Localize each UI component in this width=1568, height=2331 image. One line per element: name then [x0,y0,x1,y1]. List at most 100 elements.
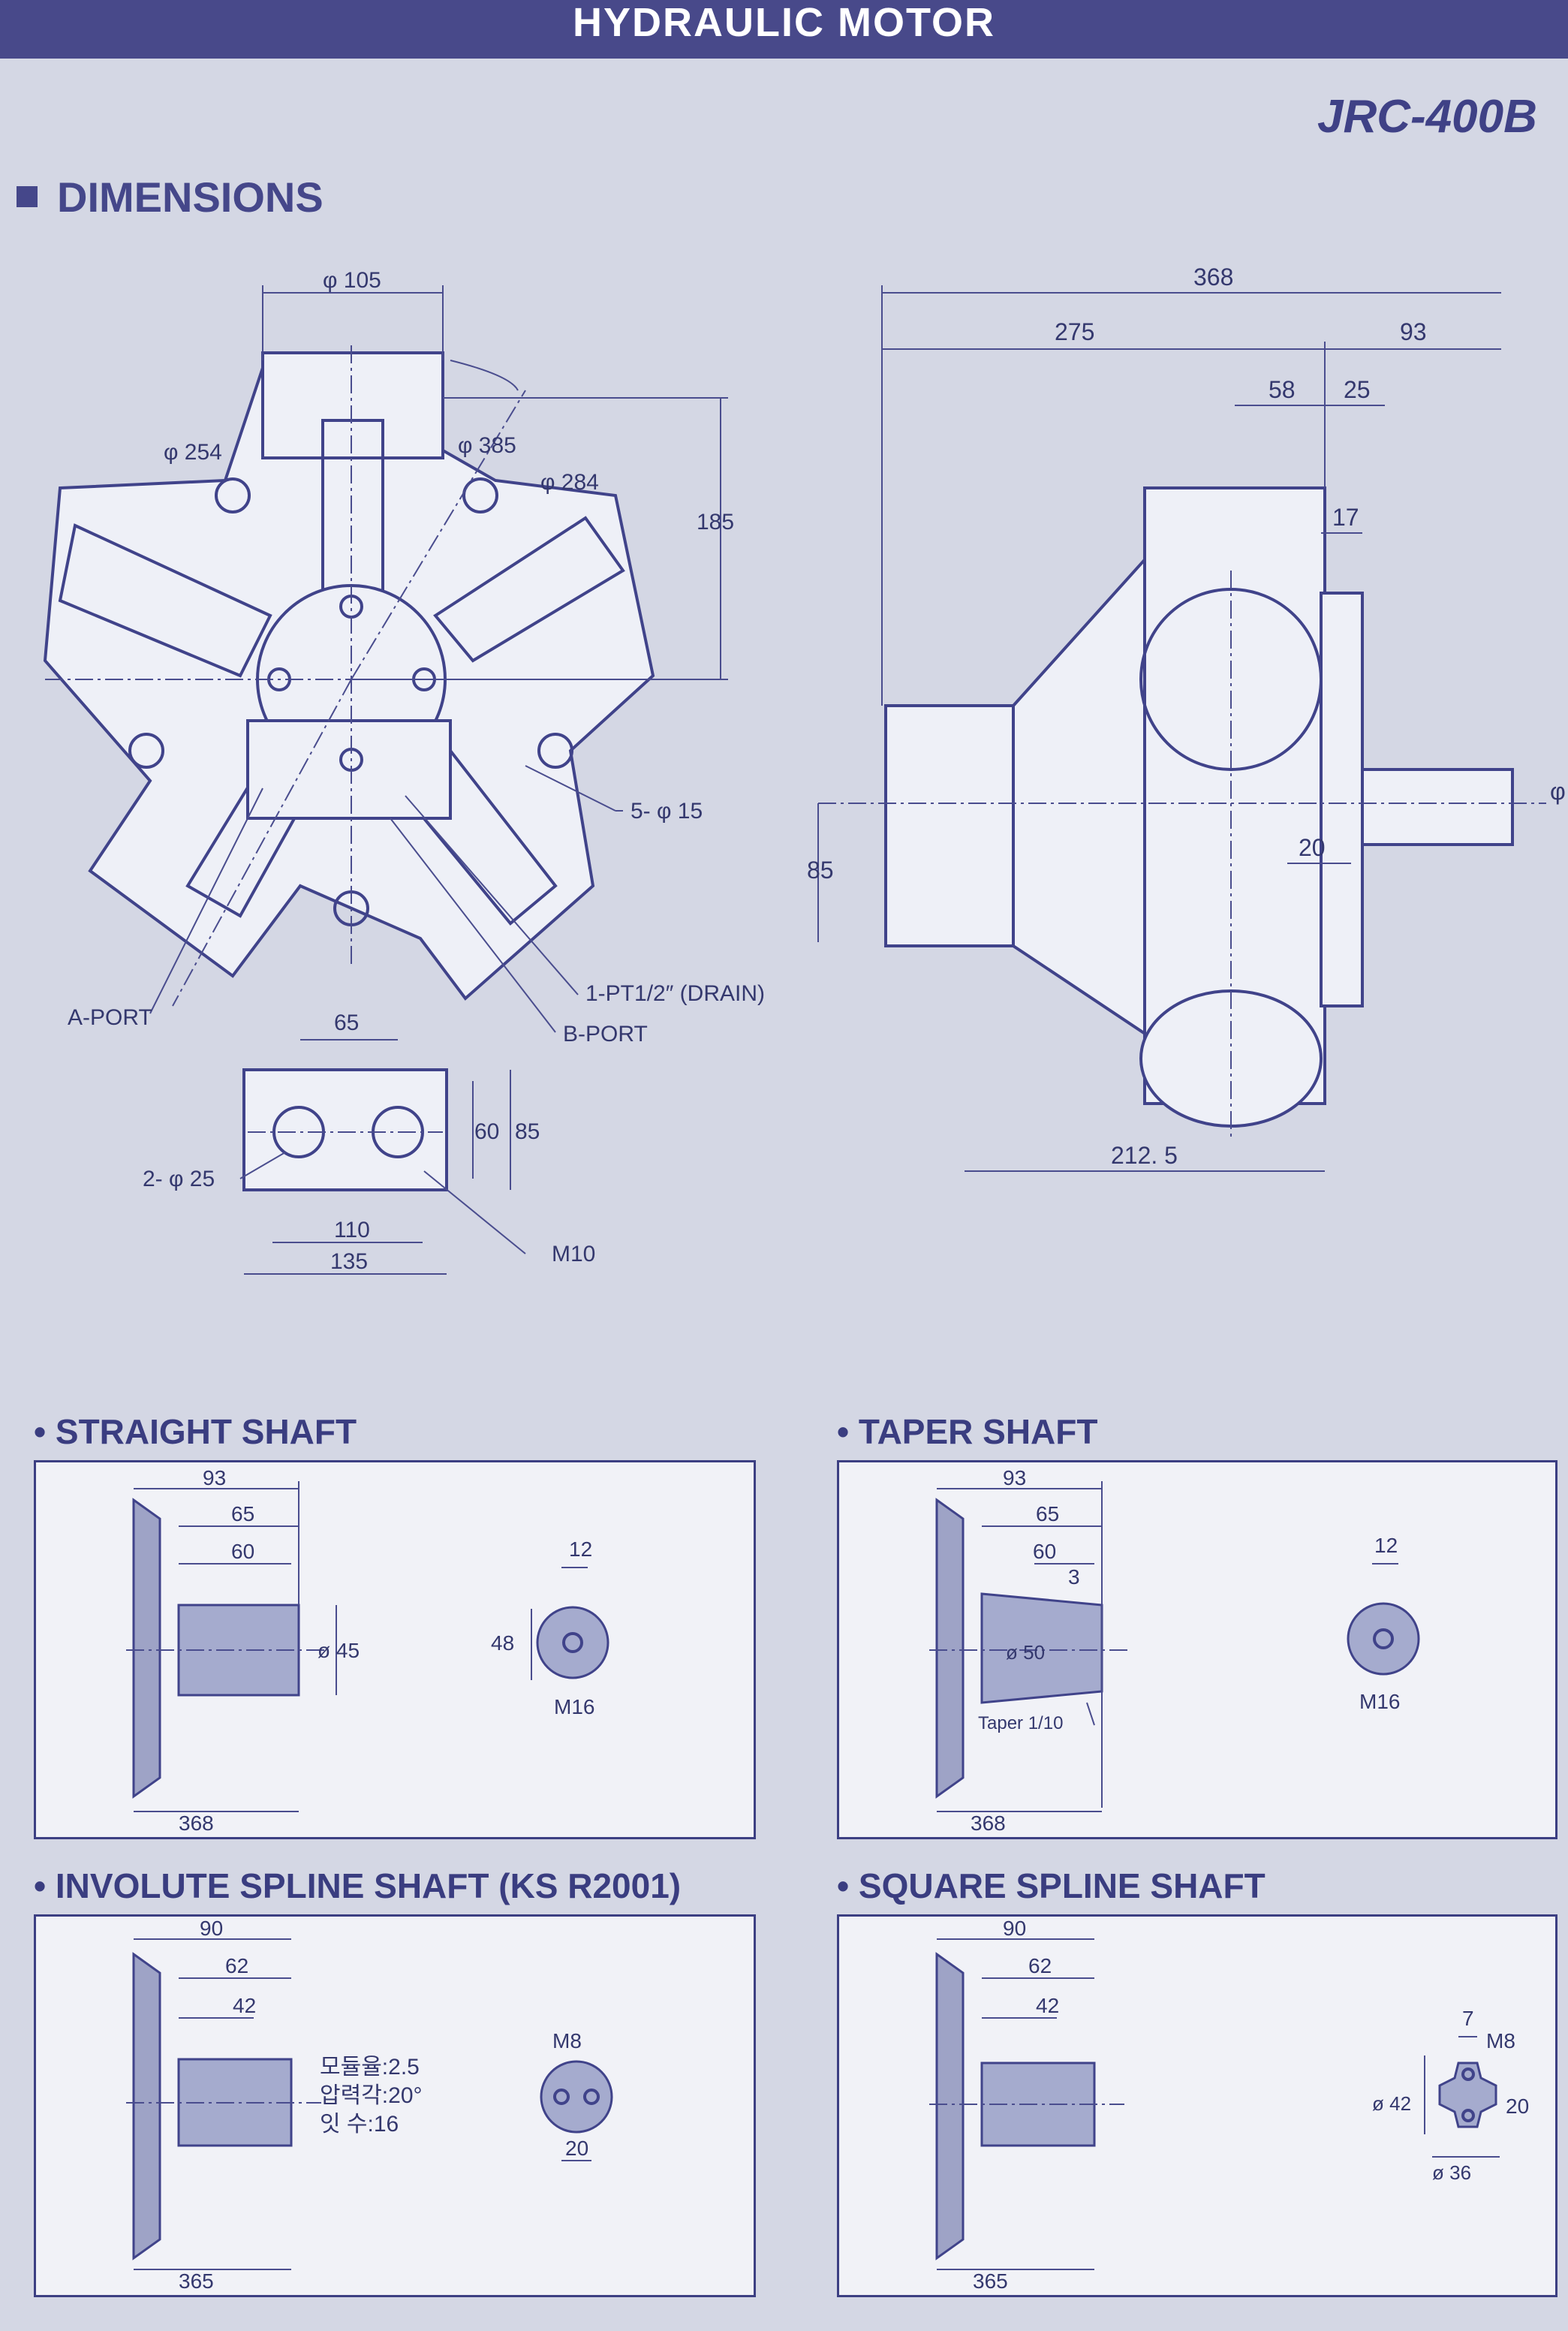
dim-65: 65 [334,1010,359,1035]
dim-48: 48 [491,1631,514,1655]
thread-m8: M8 [1486,2029,1515,2052]
straight-shaft-panel: 93 65 60 ø 45 368 12 48 M16 [34,1460,756,1839]
dim-25: 25 [1344,376,1371,403]
taper-shaft-drawing: 93 65 60 3 ø 50 Taper 1/10 368 12 M16 [929,1466,1420,1835]
dim-90: 90 [200,1917,223,1940]
dim-65: 65 [231,1502,254,1525]
thread-m16: M16 [554,1695,594,1718]
dim-365: 365 [179,2269,214,2293]
dim-93: 93 [1400,318,1427,345]
tapped-hole [1461,2109,1475,2122]
dim-368: 368 [179,1811,214,1835]
dim-20: 20 [565,2137,588,2160]
square-shaft-panel: 90 62 42 365 7 M8 ø 42 20 ø 36 [837,1914,1557,2297]
leader-line [423,1170,526,1254]
mount-hole [537,733,573,769]
mount-hole [128,733,164,769]
shaft-flange [935,1498,965,1799]
dim-shaft-diameter: φ [1550,778,1566,805]
tapped-hole [562,1632,583,1653]
shaft-flange [935,1952,965,2260]
dim-d254: φ 254 [164,440,222,465]
dim-212-5: 212. 5 [1111,1142,1178,1169]
thread-m10: M10 [552,1242,595,1266]
shaft-flange [132,1498,161,1799]
cylinder-head [1139,588,1323,771]
straight-shaft-drawing: 93 65 60 ø 45 368 12 48 M16 [126,1466,609,1835]
spline-module: 모듈율:2.5 [320,2055,420,2080]
shaft-flange [132,1952,161,2260]
dim-d284: φ 284 [540,470,599,495]
leader-line [525,765,616,812]
shaft-end-view [536,1606,609,1679]
square-shaft-title: • SQUARE SPLINE SHAFT [837,1866,1266,1905]
dim-d50: ø 50 [1006,1641,1045,1664]
front-view: φ 105 φ 254 φ 385 φ 284 185 5- φ 15 A-PO… [43,268,765,1047]
bullet-square-icon [17,186,38,207]
housing-taper [1012,551,1150,1039]
mount-hole [215,477,251,513]
dim-62: 62 [1028,1954,1052,1977]
tapped-hole [583,2089,600,2105]
dim-12: 12 [1374,1534,1398,1557]
a-port-label: A-PORT [68,1005,152,1030]
leader-line [1086,1702,1095,1726]
dim-275: 275 [1055,318,1094,345]
dim-20: 20 [1506,2095,1529,2118]
dim-135: 135 [330,1249,368,1274]
square-shaft-drawing: 90 62 42 365 7 M8 ø 42 20 ø 36 [929,1917,1529,2293]
dim-85: 85 [515,1119,540,1144]
leader-line [239,1152,286,1179]
right-port-channel [433,516,625,663]
dim-20: 20 [1299,834,1326,861]
mount-hole [462,477,498,513]
tapped-hole [1461,2067,1475,2081]
dim-mount-holes: 5- φ 15 [631,799,703,824]
leader-line [390,818,556,1033]
center-line [351,390,526,680]
b-port-label: B-PORT [563,1022,648,1047]
model-name: JRC-400B [1317,91,1537,143]
thread-m8: M8 [552,2029,582,2052]
dim-12: 12 [569,1537,592,1561]
shaft-end-view [540,2060,613,2134]
drain-label: 1-PT1/2″ (DRAIN) [585,981,765,1006]
port-flange-view: 65 60 85 2- φ 25 110 135 M10 [143,1010,595,1275]
involute-shaft-panel: 90 62 42 365 모듈율:2.5 압력각:20° 잇 수:16 M8 2… [34,1914,756,2297]
taper-shaft-panel: 93 65 60 3 ø 50 Taper 1/10 368 12 M16 [837,1460,1557,1839]
involute-shaft-title: • INVOLUTE SPLINE SHAFT (KS R2001) [34,1866,682,1905]
dim-60: 60 [231,1540,254,1563]
straight-shaft-title: • STRAIGHT SHAFT [34,1412,357,1451]
dim-7: 7 [1462,2007,1474,2030]
dim-365: 365 [973,2269,1008,2293]
dim-d385: φ 385 [458,433,516,458]
dim-d36: ø 36 [1432,2161,1471,2184]
dim-d45: ø 45 [318,1639,360,1662]
dim-110: 110 [334,1218,370,1242]
dimension-drawings: φ 105 φ 254 φ 385 φ 284 185 5- φ 15 A-PO… [43,264,1566,1275]
output-shaft [1361,768,1514,846]
flange-plate [242,1068,448,1191]
thread-m16: M16 [1359,1690,1400,1713]
center-line [172,679,352,1007]
side-view: 368 275 93 58 25 17 20 85 212. 5 φ [807,264,1566,1172]
dim-185: 185 [697,510,734,535]
header-banner [0,0,1568,59]
shaft-end-view [1347,1602,1420,1676]
dim-93: 93 [1003,1466,1026,1489]
left-port-channel [58,523,272,678]
header-title: HYDRAULIC MOTOR [573,0,995,45]
leader-line [405,795,579,995]
dim-85: 85 [807,857,834,884]
dim-arc [450,360,519,391]
spline-teeth: 잇 수:16 [320,2112,399,2137]
spline-pressure-angle: 압력각:20° [320,2083,423,2108]
involute-shaft-drawing: 90 62 42 365 모듈율:2.5 압력각:20° 잇 수:16 M8 2… [126,1917,613,2293]
dim-58: 58 [1269,376,1296,403]
dim-368: 368 [971,1811,1006,1835]
taper-ratio: Taper 1/10 [978,1713,1063,1733]
dim-d105: φ 105 [323,268,381,293]
dim-62: 62 [225,1954,248,1977]
tapped-hole [1373,1628,1394,1649]
top-cylinder [261,351,444,459]
